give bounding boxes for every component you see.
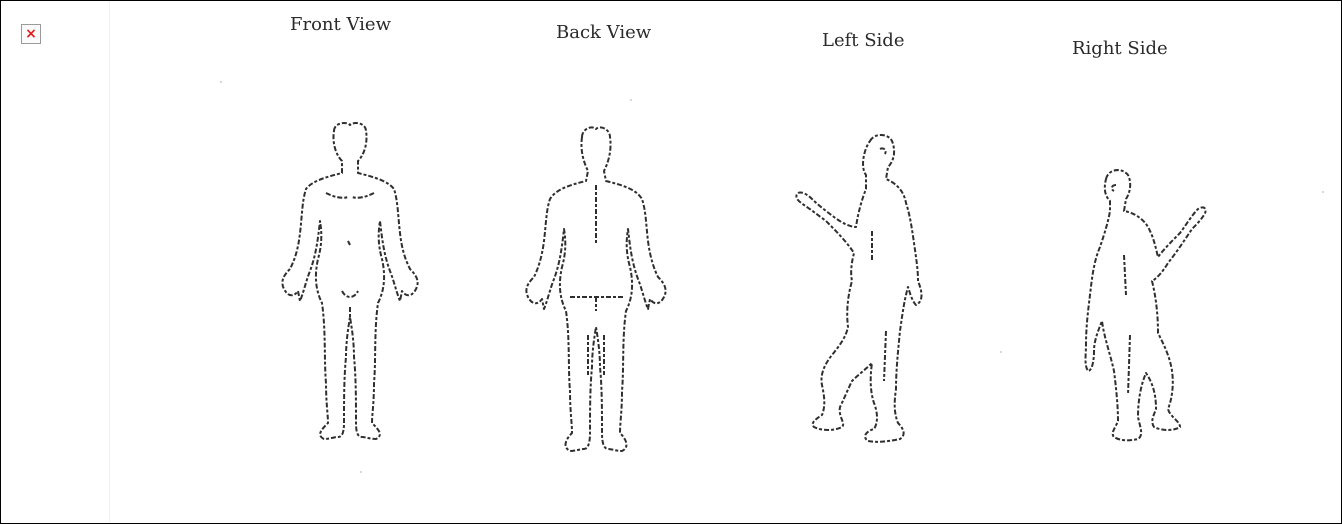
back-view-label: Back View xyxy=(556,22,651,43)
scan-speck xyxy=(1000,351,1002,353)
right-side-label: Right Side xyxy=(1072,38,1168,59)
scan-speck xyxy=(220,81,222,83)
front-view-label: Front View xyxy=(290,14,391,35)
broken-image-icon: × xyxy=(21,24,41,44)
back-view-figure xyxy=(496,125,696,465)
scan-speck xyxy=(360,471,362,473)
right-side-figure xyxy=(1034,165,1234,465)
left-side-label: Left Side xyxy=(822,30,905,51)
scan-speck xyxy=(1322,191,1324,193)
body-diagram-scan: Front View Back View Left Side Right Sid… xyxy=(109,1,1342,524)
left-side-figure xyxy=(774,131,974,461)
front-view-figure xyxy=(250,121,450,451)
scan-speck xyxy=(630,99,632,101)
broken-image-glyph: × xyxy=(22,24,40,44)
